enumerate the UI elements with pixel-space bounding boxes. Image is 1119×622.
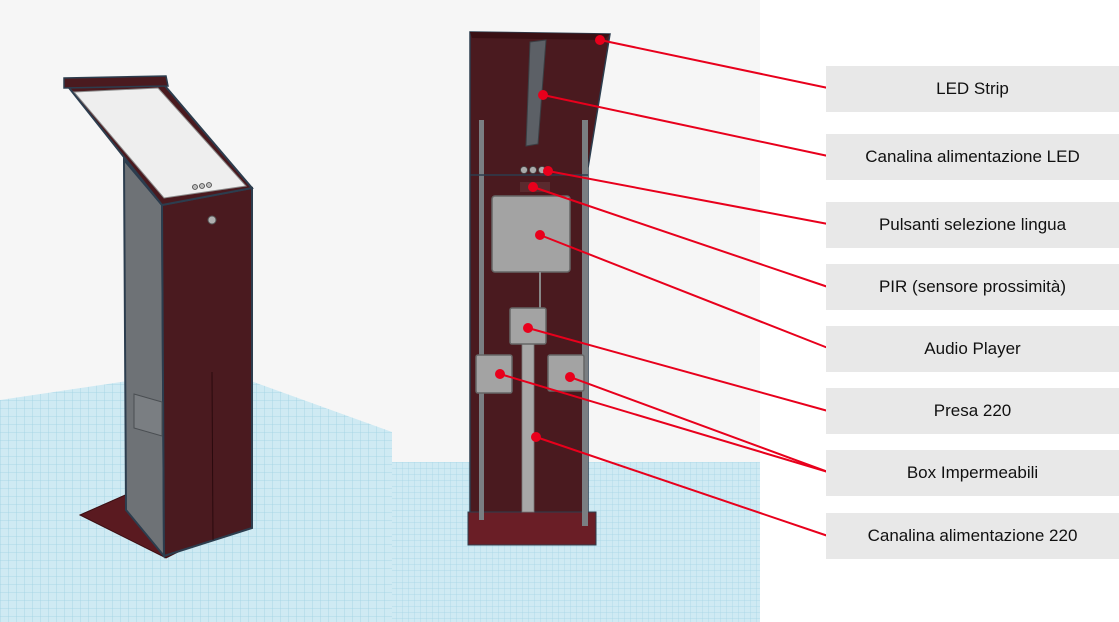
label-led-canal: Canalina alimentazione LED [826, 134, 1119, 180]
kiosk-knob [207, 215, 217, 225]
label-waterproof-boxes: Box Impermeabili [826, 450, 1119, 496]
cabinet-base [467, 511, 597, 546]
kiosk-button-2 [199, 183, 205, 189]
led-canal [525, 39, 547, 147]
label-language-buttons: Pulsanti selezione lingua [826, 202, 1119, 248]
leader-power-canal [535, 436, 829, 537]
waterproof-box-left [475, 354, 513, 394]
label-audio-player: Audio Player [826, 326, 1119, 372]
language-button-2 [529, 166, 537, 174]
audio-player-box [491, 195, 571, 273]
label-led-strip: LED Strip [826, 66, 1119, 112]
cabinet-lid [470, 32, 610, 40]
label-pir-sensor: PIR (sensore prossimità) [826, 264, 1119, 310]
kiosk-side-door [133, 393, 163, 437]
leader-led-strip [599, 39, 829, 89]
label-text: Canalina alimentazione LED [865, 147, 1080, 166]
kiosk-front-body [160, 186, 253, 558]
leader-box-left [499, 373, 829, 473]
leader-language-buttons [547, 170, 829, 225]
label-power-canal: Canalina alimentazione 220 [826, 513, 1119, 559]
leader-audio-player [539, 234, 829, 349]
label-text: LED Strip [936, 79, 1009, 98]
label-text: Audio Player [924, 339, 1021, 358]
kiosk-perspective-view [0, 75, 392, 622]
kiosk-section-view [392, 31, 760, 622]
power-canal [521, 339, 535, 513]
side-panel-left [479, 120, 484, 520]
kiosk-screen [72, 87, 247, 199]
leader-pir [532, 186, 829, 288]
label-text: Pulsanti selezione lingua [878, 215, 1067, 234]
leader-led-canal [542, 94, 829, 157]
leader-box-right [569, 376, 829, 473]
leader-socket [527, 327, 829, 412]
waterproof-box-right [547, 354, 585, 392]
side-panel-right [582, 120, 588, 526]
leader-lines [495, 35, 829, 537]
language-button-1 [520, 166, 528, 174]
kiosk-top-bar [63, 75, 169, 89]
label-socket: Presa 220 [826, 388, 1119, 434]
kiosk-button-3 [206, 182, 212, 188]
label-text: Canalina alimentazione 220 [867, 526, 1078, 545]
label-text: Box Impermeabili [906, 463, 1039, 482]
kiosk-button-1 [192, 184, 198, 190]
label-text: PIR (sensore prossimità) [878, 277, 1067, 296]
kiosk-side-panel [122, 157, 166, 559]
label-text: Presa 220 [933, 401, 1012, 420]
